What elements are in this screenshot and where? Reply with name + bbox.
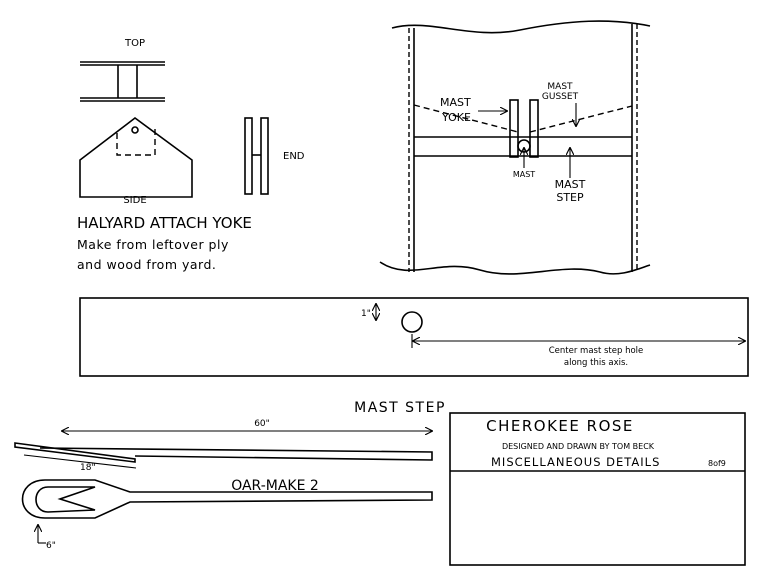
yoke-top-view: TOP	[80, 38, 165, 102]
sheet-number: 8of9	[708, 459, 726, 468]
mast-yoke-label-2: YOKE	[441, 111, 471, 124]
oar-length-dimension: 60"	[254, 419, 270, 429]
mast-step-note-2: along this axis.	[564, 358, 628, 368]
mast-gusset-label-1: MAST	[547, 82, 573, 92]
mast-gusset-label-2: GUSSET	[542, 92, 579, 102]
top-view-label: TOP	[124, 38, 145, 49]
hull-mast-detail: MAST YOKE MAST GUSSET MAST MAST STEP	[379, 20, 651, 275]
sheet-title: MISCELLANEOUS DETAILS	[491, 455, 660, 469]
mast-step-label-1: MAST	[555, 178, 586, 191]
title-block: CHEROKEE ROSE DESIGNED AND DRAWN BY TOM …	[449, 412, 746, 566]
mast-step-label-2: STEP	[556, 191, 584, 204]
mast-label: MAST	[513, 170, 535, 179]
end-view-label: END	[283, 151, 305, 162]
yoke-end-view: END	[244, 117, 305, 195]
mast-step-note-1: Center mast step hole	[549, 346, 644, 356]
oar-drawing: 60" 18" 6" OAR-MAKE 2	[14, 419, 433, 551]
oar-title: OAR-MAKE 2	[231, 478, 319, 494]
designer-credit: DESIGNED AND DRAWN BY TOM BECK	[502, 442, 655, 451]
oar-blade-dimension: 18"	[80, 463, 96, 473]
side-view-label: SIDE	[123, 195, 146, 206]
oar-handle-dimension: 6"	[46, 541, 56, 551]
yoke-side-view: SIDE	[79, 116, 193, 206]
mast-step-hole-dimension: 1"	[361, 309, 371, 319]
project-name: CHEROKEE ROSE	[486, 417, 634, 435]
mast-yoke-label-1: MAST	[440, 96, 471, 109]
mast-step-title: MAST STEP	[354, 400, 446, 416]
yoke-note-line1: Make from leftover ply	[77, 237, 229, 252]
yoke-note-line2: and wood from yard.	[77, 257, 216, 272]
yoke-title: HALYARD ATTACH YOKE	[77, 214, 252, 232]
mast-step-board: 1" Center mast step hole along this axis…	[79, 297, 749, 377]
